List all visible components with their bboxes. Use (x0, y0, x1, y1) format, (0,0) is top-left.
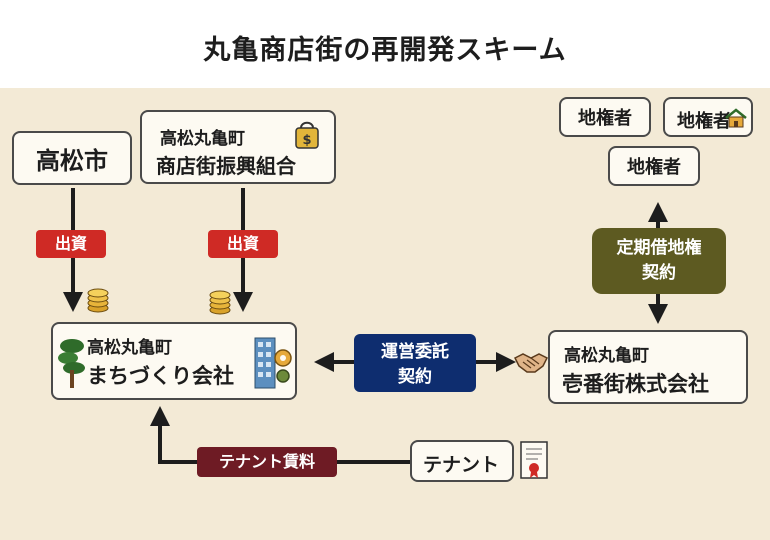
operation-contract-line2: 契約 (398, 367, 432, 387)
ichibangai-line2: 壱番街株式会社 (562, 372, 709, 396)
land-lease-line2: 契約 (642, 263, 676, 283)
machizukuri-line2: まちづくり会社 (87, 364, 234, 388)
landowner-right-label: 地権者 (677, 111, 731, 132)
coin-stack-icon (87, 288, 109, 313)
landowner-box-right: 地権者 (663, 97, 753, 137)
contract-document-icon (520, 441, 548, 479)
tenant-label: テナント (423, 454, 500, 476)
svg-text:$: $ (302, 133, 311, 148)
landowner-box-main: 地権者 (608, 146, 700, 186)
investment-label-right: 出資 (208, 230, 278, 258)
ichibangai-line1: 高松丸亀町 (564, 346, 649, 366)
union-line1: 高松丸亀町 (160, 129, 245, 149)
shopping-street-union-box: 高松丸亀町 商店街振興組合 $ (140, 110, 336, 184)
landowner-left-label: 地権者 (578, 108, 632, 129)
union-line2: 商店街振興組合 (156, 154, 296, 178)
shopping-bag-dollar-icon: $ (295, 121, 319, 149)
takamatsu-city-box: 高松市 (12, 131, 132, 185)
machizukuri-line1: 高松丸亀町 (87, 338, 172, 358)
machizukuri-company-box: 高松丸亀町 まちづくり会社 (51, 322, 297, 400)
land-lease-line1: 定期借地権 (616, 238, 702, 258)
title-band (0, 0, 770, 88)
building-gear-icon (254, 337, 292, 389)
investment-label-left: 出資 (36, 230, 106, 258)
ichibangai-company-box: 高松丸亀町 壱番街株式会社 (548, 330, 748, 404)
land-lease-contract-label: 定期借地権 契約 (592, 228, 726, 294)
landowner-box-left: 地権者 (559, 97, 651, 137)
coin-stack-icon (209, 290, 231, 315)
house-icon (725, 108, 747, 128)
operation-contract-label: 運営委託 契約 (354, 334, 476, 392)
operation-contract-line1: 運営委託 (381, 342, 449, 362)
diagram-title: 丸亀商店街の再開発スキーム (203, 35, 567, 66)
takamatsu-city-label: 高松市 (36, 146, 108, 175)
landowner-main-label: 地権者 (627, 157, 681, 178)
tenant-box: テナント (410, 440, 514, 482)
handshake-icon (513, 353, 549, 373)
pine-tree-icon (58, 339, 85, 388)
tenant-rent-label: テナント賃料 (197, 447, 337, 477)
